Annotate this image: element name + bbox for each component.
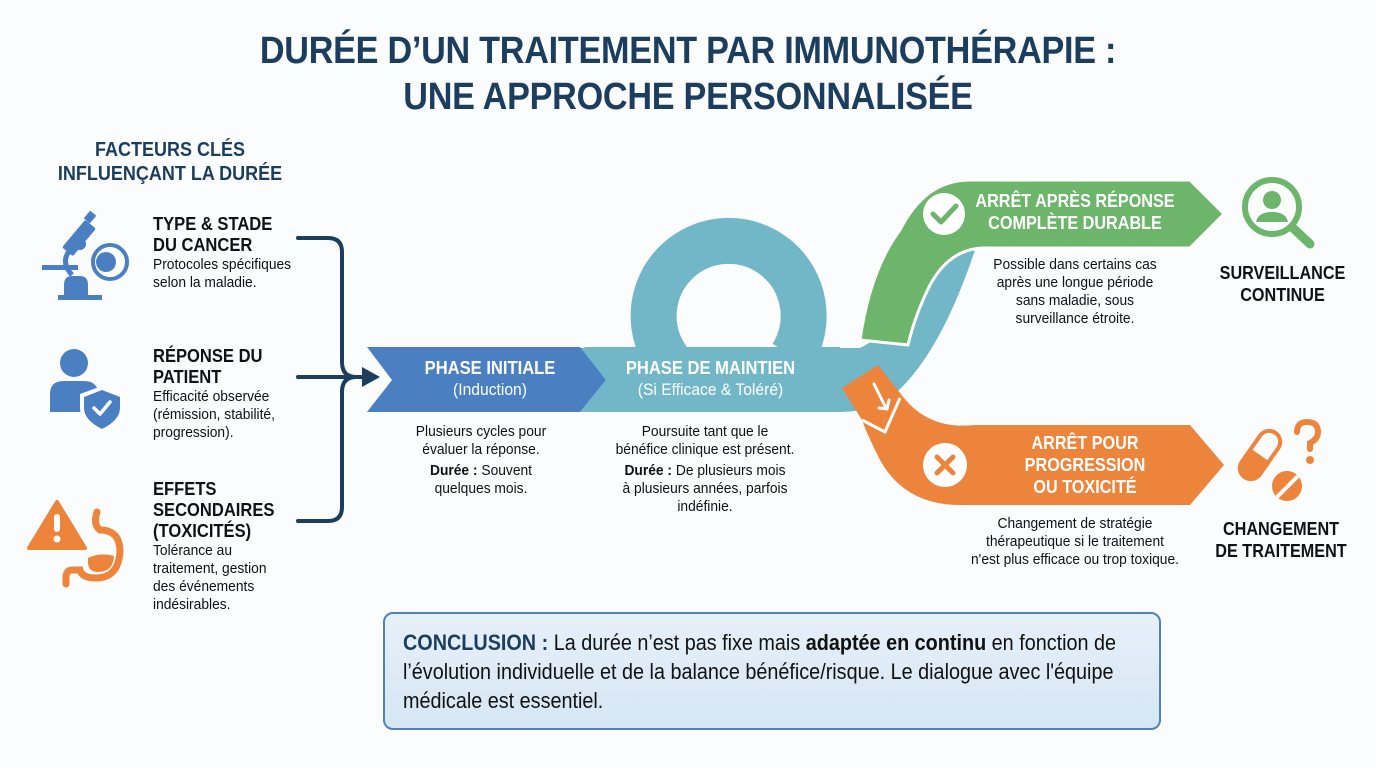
patient-shield-icon: [50, 349, 124, 434]
factors-heading-line-2: INFLUENÇANT LA DURÉE: [57, 163, 283, 185]
factor-title-line: EFFETS: [153, 479, 217, 499]
factor-title-line: (TOXICITÉS): [153, 521, 252, 541]
magnifier-person-icon: [1242, 177, 1315, 249]
phase-initiale-desc: Plusieurs cycles pour évaluer la réponse…: [389, 423, 573, 498]
phase-maintien-sub: (Si Efficace & Toléré): [637, 380, 784, 399]
desc-line: Possible dans certains cas: [993, 256, 1157, 273]
factor-title-line: SECONDAIRES: [153, 500, 275, 520]
duration-label: Durée :: [624, 462, 673, 479]
factors-heading: FACTEURS CLÉS INFLUENÇANT LA DURÉE: [53, 138, 287, 186]
phase-initiale-sub: (Induction): [453, 380, 527, 399]
factor-reponse-patient: RÉPONSE DU PATIENT Efficacité observée (…: [153, 346, 286, 442]
factor-desc-line: Protocoles spécifiques: [153, 256, 292, 273]
outcome-line: CONTINUE: [1240, 285, 1325, 305]
factor-effets-secondaires: EFFETS SECONDAIRES (TOXICITÉS) Tolérance…: [153, 479, 285, 614]
orange-branch: [842, 365, 1224, 505]
phase-maintien-duration: Durée : De plusieurs mois: [599, 462, 811, 480]
phase-maintien-shape: [584, 347, 840, 412]
desc-line: thérapeutique si le traitement: [986, 533, 1164, 550]
outcome-changement: CHANGEMENT DE TRAITEMENT: [1205, 518, 1358, 562]
branch-arret-progression-desc: Changement de stratégie thérapeutique si…: [951, 515, 1199, 569]
conclusion-label: CONCLUSION :: [403, 630, 549, 655]
factor-desc-line: selon la maladie.: [153, 274, 257, 291]
phase-maintien-title: PHASE DE MAINTIEN: [625, 358, 796, 378]
phase-initiale-shape: [367, 347, 606, 412]
duration-text: quelques mois.: [434, 480, 528, 497]
factor-desc-line: traitement, gestion: [153, 560, 267, 577]
title-line-1: DURÉE D’UN TRAITEMENT PAR IMMUNOTHÉRAPIE…: [259, 30, 1117, 72]
desc-line: Poursuite tant que le: [641, 423, 769, 440]
bracket-connector: [296, 236, 367, 523]
desc-line: n'est plus efficace ou trop toxique.: [971, 551, 1179, 568]
desc-line: sans maladie, sous: [1015, 292, 1135, 309]
outcome-line: SURVEILLANCE: [1219, 263, 1346, 283]
factor-title-line: PATIENT: [153, 367, 222, 387]
duration-text: Souvent: [481, 462, 533, 479]
duration-text: à plusieurs années, parfois: [622, 480, 788, 497]
phase-maintien-label: PHASE DE MAINTIEN (Si Efficace & Toléré): [607, 357, 814, 401]
branch-label-line: ARRÊT POUR: [1031, 433, 1139, 453]
warning-stomach-icon: [27, 500, 124, 588]
factor-desc-line: (rémission, stabilité,: [153, 406, 275, 423]
factor-desc-line: Efficacité observée: [153, 388, 270, 405]
branch-label-line: PROGRESSION: [1024, 455, 1146, 475]
factor-desc-line: indésirables.: [153, 596, 231, 613]
factor-title-line: RÉPONSE DU: [153, 346, 263, 366]
outcome-surveillance: SURVEILLANCE CONTINUE: [1208, 262, 1357, 306]
pills-question-icon: [1237, 418, 1322, 501]
factor-type-stade: TYPE & STADE DU CANCER Protocoles spécif…: [153, 214, 303, 292]
desc-line: Plusieurs cycles pour: [415, 423, 547, 440]
outcome-line: CHANGEMENT: [1222, 519, 1340, 539]
microscope-icon: [42, 210, 129, 300]
conclusion-box: CONCLUSION : La durée n’est pas fixe mai…: [383, 612, 1161, 730]
duration-text: indéfinie.: [677, 498, 733, 515]
duration-label: Durée :: [429, 462, 478, 479]
factors-heading-line-1: FACTEURS CLÉS: [94, 139, 246, 161]
branch-arret-reponse-label: ARRÊT APRÈS RÉPONSE COMPLÈTE DURABLE: [972, 190, 1179, 234]
phase-initiale-title: PHASE INITIALE: [424, 358, 556, 378]
desc-line: surveillance étroite.: [1015, 310, 1135, 327]
duration-text: De plusieurs mois: [675, 462, 786, 479]
outcome-line: DE TRAITEMENT: [1215, 541, 1347, 561]
factor-desc-line: progression).: [153, 424, 234, 441]
bracket-arrowhead: [362, 367, 380, 387]
desc-line: évaluer la réponse.: [422, 441, 540, 458]
branch-label-line: COMPLÈTE DURABLE: [988, 213, 1162, 233]
desc-line: Changement de stratégie: [997, 515, 1153, 532]
title-line-2: UNE APPROCHE PERSONNALISÉE: [403, 76, 973, 118]
branch-label-line: OU TOXICITÉ: [1033, 477, 1137, 497]
desc-line: après une longue période: [996, 274, 1154, 291]
conclusion-text: La durée n’est pas fixe mais: [548, 630, 806, 655]
phase-initiale-duration: Durée : Souvent: [389, 462, 573, 480]
phase-initiale-label: PHASE INITIALE (Induction): [398, 357, 582, 401]
branch-label-line: ARRÊT APRÈS RÉPONSE: [975, 191, 1175, 211]
green-branch: [858, 178, 1227, 347]
factor-title-line: DU CANCER: [153, 235, 253, 255]
conclusion-text: en fonction de l’évolution individuelle …: [403, 630, 1117, 713]
branch-arret-reponse-desc: Possible dans certains cas après une lon…: [969, 256, 1181, 328]
page-title: DURÉE D’UN TRAITEMENT PAR IMMUNOTHÉRAPIE…: [69, 28, 1307, 120]
desc-line: bénéfice clinique est présent.: [615, 441, 795, 458]
factor-title-line: TYPE & STADE: [153, 214, 273, 234]
conclusion-emphasis: adaptée en continu: [805, 630, 987, 655]
factor-desc-line: des événements: [153, 578, 255, 595]
branch-arret-progression-label: ARRÊT POUR PROGRESSION OU TOXICITÉ: [1000, 432, 1171, 498]
factor-desc-line: Tolérance au: [153, 542, 233, 559]
phase-maintien-desc: Poursuite tant que le bénéfice clinique …: [599, 423, 811, 516]
